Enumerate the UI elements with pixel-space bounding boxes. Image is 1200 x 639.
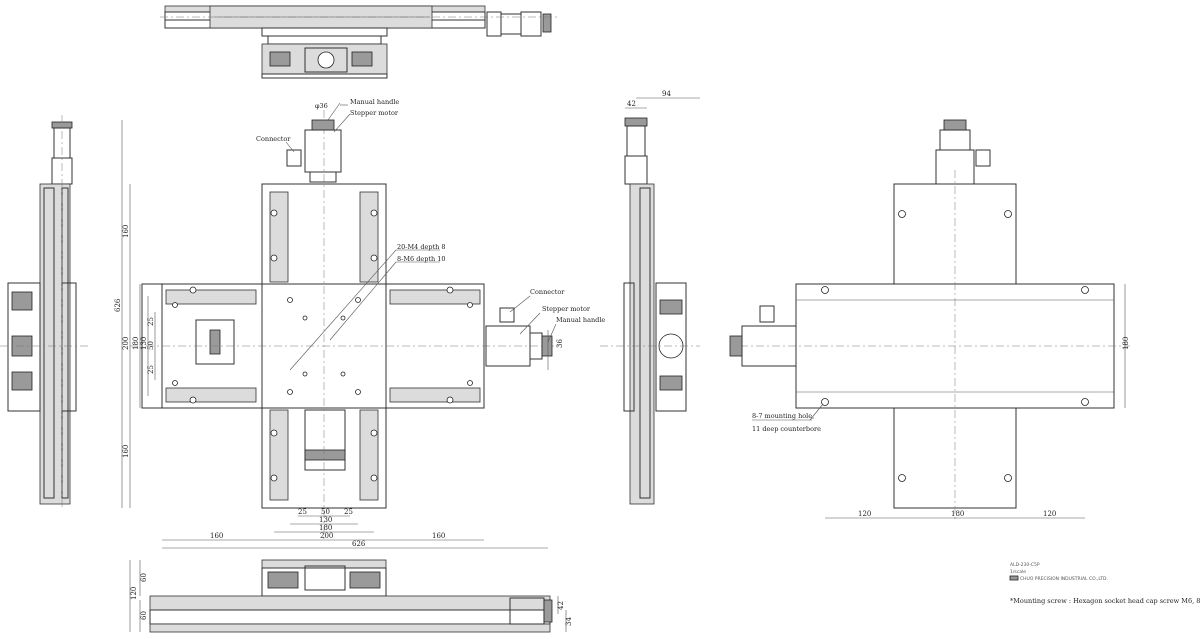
dim-34: 34 — [565, 617, 573, 626]
dim-60-bottom: 60 — [140, 611, 148, 620]
dim-160-bottom: 160 — [122, 445, 130, 458]
footnote: *Mounting screw : Hexagon socket head ca… — [1010, 597, 1200, 605]
dim-42-bottom: 42 — [557, 601, 565, 610]
dim-180-right-h: 180 — [951, 510, 964, 518]
middle-side-view — [600, 97, 700, 505]
dim-160-right: 160 — [432, 532, 445, 540]
label-right-stepper: Stepper motor — [542, 305, 591, 313]
dim-180: 180 — [319, 524, 332, 532]
dim-25-right: 25 — [344, 508, 353, 516]
company-logo — [1009, 575, 1019, 581]
dim-160-left: 160 — [210, 532, 223, 540]
dim-120-bottom: 120 — [130, 587, 138, 600]
dim-130: 130 — [319, 516, 332, 524]
dim-120-right: 120 — [1043, 510, 1056, 518]
mounting-holes — [172, 209, 473, 482]
dim-25-left: 25 — [298, 508, 307, 516]
dim-50: 50 — [321, 508, 330, 516]
label-stepper-motor: Stepper motor — [350, 109, 399, 117]
dim-200: 200 — [320, 532, 333, 540]
top-view — [160, 5, 560, 79]
dim-626-h: 626 — [352, 540, 366, 548]
label-manual-handle: Manual handle — [350, 98, 399, 106]
label-m4-holes: 20-M4 depth 8 — [397, 243, 446, 251]
label-m6-holes: 8-M6 depth 10 — [397, 255, 446, 263]
dim-626-v: 626 — [114, 298, 122, 312]
dim-50-v: 50 — [147, 341, 155, 350]
dim-94: 94 — [662, 90, 671, 98]
dim-60-top: 60 — [140, 573, 148, 582]
dim-180-right-v: 180 — [1122, 337, 1130, 350]
dim-200-v: 200 — [122, 337, 130, 350]
label-mounting-hole-1: 8-7 mounting hole, — [752, 412, 814, 420]
dim-130-v: 130 — [140, 337, 148, 350]
dim-25-top-v: 25 — [147, 317, 155, 326]
label-connector: Connector — [256, 135, 291, 143]
title-company: CHUO PRECISION INDUSTRIAL CO.,LTD. — [1020, 576, 1108, 582]
right-bottom-view — [729, 119, 1130, 520]
annotations: Manual handle Stepper motor Connector φ3… — [114, 90, 1200, 626]
label-mounting-hole-2: 11 deep counterbore — [752, 425, 821, 433]
label-right-handle: Manual handle — [556, 316, 605, 324]
title-scale: 1/scale — [1010, 569, 1026, 575]
main-plan-view — [121, 102, 560, 549]
label-right-connector: Connector — [530, 288, 565, 296]
label-phi36: φ36 — [315, 102, 328, 110]
dim-160-top: 160 — [122, 225, 130, 238]
dim-25-bottom-v: 25 — [147, 365, 155, 374]
left-side-view — [0, 115, 90, 510]
dim-42: 42 — [627, 100, 636, 108]
dim-36: 36 — [556, 339, 564, 348]
bottom-front-view — [129, 559, 567, 633]
dim-180-v: 180 — [132, 337, 140, 350]
title-model: ALD-230-C5P — [1010, 562, 1040, 568]
dim-120-left: 120 — [858, 510, 871, 518]
